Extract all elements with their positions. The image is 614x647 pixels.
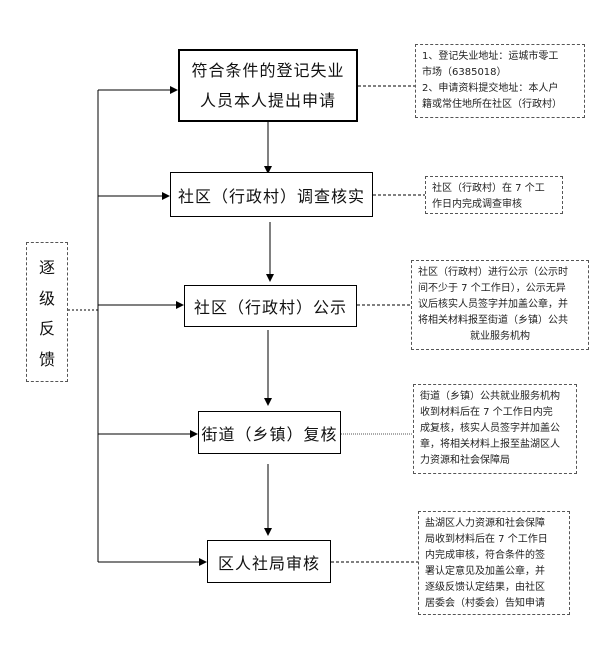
step-review-text: 街道（乡镇）复核 <box>201 424 338 444</box>
note-investigate: 社区（行政村）在 7 个工 作日内完成调查审核 <box>425 176 563 214</box>
note-line: 盐湖区人力资源和社会保障 <box>425 518 545 529</box>
note-line: 籍或常住地所在社区（行政村） <box>422 99 562 110</box>
feedback-label-char: 反 <box>38 319 55 339</box>
feedback-label-char: 级 <box>38 288 55 308</box>
note-line: 作日内完成调查审核 <box>432 199 522 210</box>
note-line: 社区（行政村）进行公示（公示时 <box>418 267 568 278</box>
feedback-label: 逐 级 反 馈 <box>26 242 68 382</box>
step-publicize: 社区（行政村）公示 <box>184 285 357 327</box>
feedback-label-char: 逐 <box>38 258 55 278</box>
step-apply-line: 符合条件的登记失业 <box>191 60 345 80</box>
note-line: 内完成审核，符合条件的签 <box>425 550 545 561</box>
note-line: 社区（行政村）在 7 个工 <box>432 183 545 194</box>
note-line: 成复核，核实人员签字并加盖公 <box>420 423 560 434</box>
step-audit-text: 区人社局审核 <box>217 553 320 573</box>
step-investigate-text: 社区（行政村）调查核实 <box>177 186 365 206</box>
note-line: 力资源和社会保障局 <box>420 455 510 466</box>
note-apply: 1、登记失业地址：运城市零工 市场（6385018） 2、申请资料提交地址：本人… <box>415 44 585 118</box>
note-line: 就业服务机构 <box>470 331 530 342</box>
note-audit: 盐湖区人力资源和社会保障 局收到材料后在 7 个工作日 内完成审核，符合条件的签… <box>418 511 570 615</box>
note-line: 1、登记失业地址：运城市零工 <box>422 51 559 62</box>
feedback-label-char: 馈 <box>38 349 55 369</box>
note-line: 间不少于 7 个工作日），公示无异 <box>418 283 566 294</box>
step-apply-line: 人员本人提出申请 <box>199 90 336 110</box>
step-publicize-text: 社区（行政村）公示 <box>193 298 347 317</box>
note-review: 街道（乡镇）公共就业服务机构 收到材料后在 7 个工作日内完 成复核，核实人员签… <box>413 384 577 474</box>
note-line: 收到材料后在 7 个工作日内完 <box>420 407 553 418</box>
note-line: 2、申请资料提交地址：本人户 <box>422 83 559 94</box>
note-line: 市场（6385018） <box>422 67 507 78</box>
note-line: 将相关材料报至街道（乡镇）公共 <box>418 315 568 326</box>
note-line: 署认定意见及加盖公章，并 <box>425 566 545 577</box>
step-review: 街道（乡镇）复核 <box>198 411 341 454</box>
note-line: 居委会（村委会）告知申请 <box>425 598 545 609</box>
note-line: 街道（乡镇）公共就业服务机构 <box>420 391 560 402</box>
note-line: 议后核实人员签字并加盖公章，并 <box>418 299 568 310</box>
step-audit: 区人社局审核 <box>207 540 331 583</box>
note-line: 章，将相关材料上报至盐湖区人 <box>420 439 560 450</box>
step-investigate: 社区（行政村）调查核实 <box>170 172 373 217</box>
note-line: 局收到材料后在 7 个工作日 <box>425 534 548 545</box>
note-line: 逐级反馈认定结果，由社区 <box>425 582 545 593</box>
step-apply: 符合条件的登记失业 人员本人提出申请 <box>178 49 358 122</box>
note-publicize: 社区（行政村）进行公示（公示时 间不少于 7 个工作日），公示无异 议后核实人员… <box>411 260 589 350</box>
